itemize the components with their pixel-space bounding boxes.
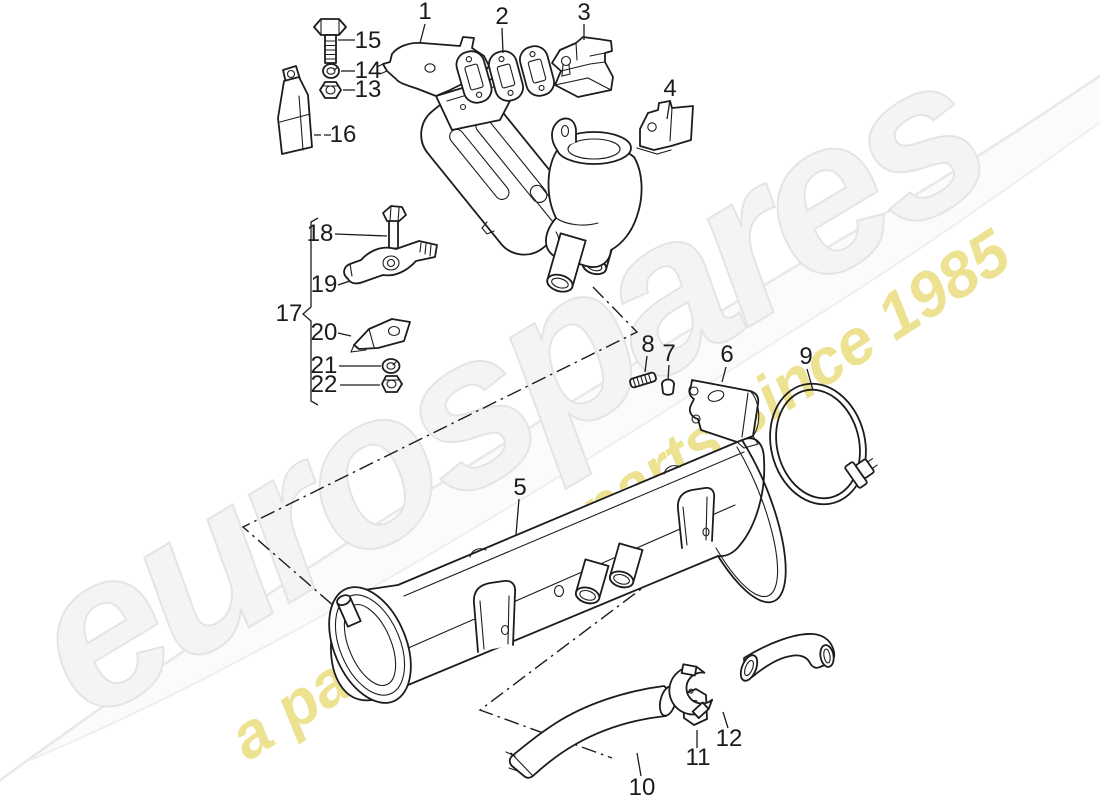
tail-pipe-right-drawing bbox=[739, 633, 836, 682]
part-16-wedge-bracket-drawing bbox=[277, 65, 313, 155]
callout-10[interactable]: 10 bbox=[629, 774, 656, 800]
callout-11[interactable]: 11 bbox=[686, 744, 711, 771]
callout-7[interactable]: 7 bbox=[662, 340, 675, 367]
part-17-group-brace bbox=[302, 217, 319, 406]
part-8-stud-drawing bbox=[629, 371, 657, 389]
callout-6[interactable]: 6 bbox=[720, 341, 733, 368]
callout-13[interactable]: 13 bbox=[355, 76, 382, 103]
leader-lines bbox=[314, 23, 814, 777]
callout-16[interactable]: 16 bbox=[330, 121, 357, 148]
callout-15[interactable]: 15 bbox=[355, 27, 382, 54]
part-7-sleeve-nut-drawing bbox=[661, 378, 675, 396]
part-1-heat-exchanger-drawing bbox=[376, 36, 643, 293]
callout-8[interactable]: 8 bbox=[641, 331, 654, 358]
part-9-clamp-ring-drawing bbox=[769, 382, 878, 506]
callout-2[interactable]: 2 bbox=[495, 3, 508, 30]
callout-5[interactable]: 5 bbox=[513, 474, 526, 501]
part-19-rocker-clamp-drawing bbox=[343, 240, 438, 285]
part-14-lock-washer-drawing bbox=[322, 63, 340, 79]
part-5-muffler-drawing bbox=[328, 437, 787, 704]
callout-4[interactable]: 4 bbox=[663, 75, 676, 102]
callout-18[interactable]: 18 bbox=[307, 220, 334, 247]
callout-22[interactable]: 22 bbox=[311, 371, 338, 398]
callout-17[interactable]: 17 bbox=[276, 300, 303, 327]
callout-21[interactable]: 21 bbox=[311, 352, 338, 379]
part-21-lock-washer-drawing bbox=[381, 358, 401, 374]
manifold-pipe-stub-front bbox=[546, 232, 587, 293]
part-2-gaskets-drawing bbox=[488, 45, 555, 102]
callout-12[interactable]: 12 bbox=[716, 725, 743, 752]
part-4-support-plate-drawing bbox=[636, 100, 694, 155]
part-10-tail-pipe-drawing bbox=[505, 685, 678, 779]
callout-19[interactable]: 19 bbox=[311, 271, 338, 298]
callout-3[interactable]: 3 bbox=[577, 0, 590, 26]
part-15-bolt-drawing bbox=[313, 18, 347, 64]
part-6-mounting-plate-drawing bbox=[688, 379, 760, 449]
callout-20[interactable]: 20 bbox=[311, 319, 338, 346]
part-22-nut-drawing bbox=[381, 375, 403, 393]
part-20-angle-bracket-drawing bbox=[350, 318, 411, 353]
part-3-cover-bracket-drawing bbox=[551, 36, 614, 98]
part-12-pipe-clamp-drawing bbox=[668, 663, 714, 719]
part-13-nut-drawing bbox=[319, 81, 342, 99]
callouts: 1 2 3 4 5 6 7 8 9 10 11 12 13 14 15 16 1… bbox=[276, 0, 813, 800]
callout-9[interactable]: 9 bbox=[799, 343, 812, 370]
callout-14[interactable]: 14 bbox=[355, 57, 382, 84]
callout-1[interactable]: 1 bbox=[418, 0, 431, 25]
